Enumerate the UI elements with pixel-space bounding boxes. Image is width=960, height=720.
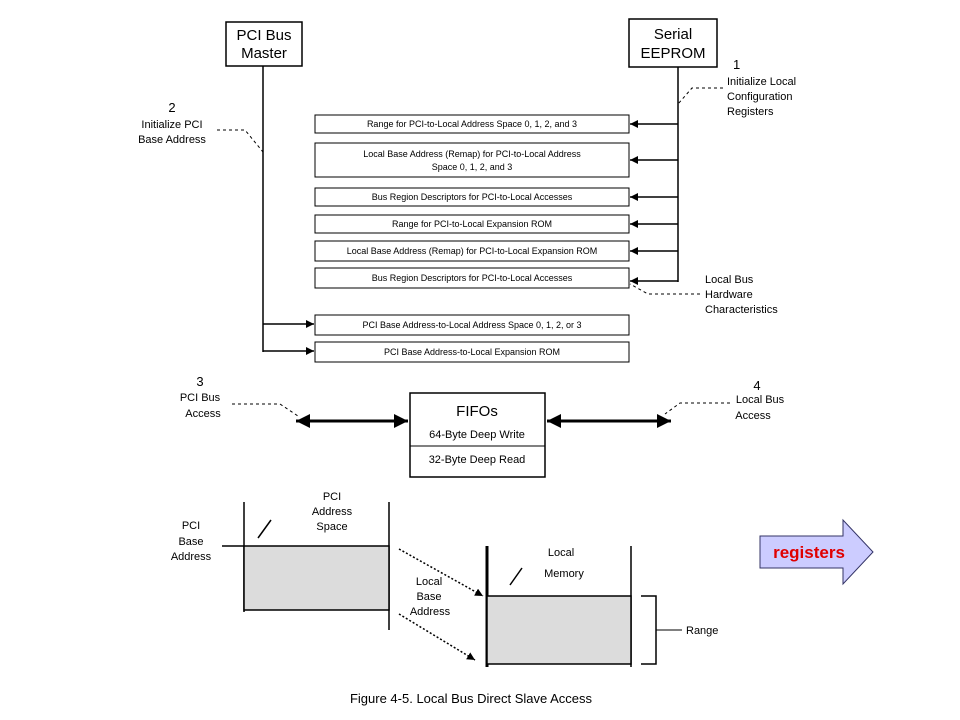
local-base-line: Local — [416, 576, 442, 588]
local-base-address-label: Local Base Address — [410, 576, 451, 618]
pci-space-label: Address — [312, 506, 353, 518]
annotation-line: Characteristics — [705, 304, 778, 316]
annotation-line: Local Bus — [736, 394, 785, 406]
register-label: Range for PCI-to-Local Expansion ROM — [392, 219, 552, 229]
annotation-line: Hardware — [705, 289, 753, 301]
annotation-line: PCI Bus — [180, 392, 221, 404]
annotation-local-bus-hardware: Local Bus Hardware Characteristics — [629, 274, 778, 316]
register-label-line2: Space 0, 1, 2, and 3 — [432, 162, 513, 172]
local-memory-window — [486, 595, 632, 665]
pci-bus-master-line1: PCI Bus — [236, 27, 291, 44]
fifos-title: FIFOs — [456, 403, 498, 420]
serial-eeprom-box: Serial EEPROM — [628, 18, 718, 68]
figure-caption: Figure 4-5. Local Bus Direct Slave Acces… — [350, 691, 593, 706]
register-row-6: Bus Region Descriptors for PCI-to-Local … — [314, 267, 630, 289]
fifo-read-label: 32-Byte Deep Read — [429, 454, 526, 466]
annotation-line: Initialize PCI — [141, 119, 202, 131]
step-number: 4 — [753, 378, 760, 393]
pci-base-label: Address — [171, 551, 212, 563]
mapping-arrows — [398, 548, 484, 661]
pci-base-label: Base — [178, 536, 203, 548]
register-label: Local Base Address (Remap) for PCI-to-Lo… — [347, 246, 598, 256]
serial-eeprom-line1: Serial — [654, 26, 692, 43]
step-number: 2 — [168, 100, 175, 115]
annotation-line: Access — [185, 408, 221, 420]
pci-space-label: Space — [316, 521, 347, 533]
register-row-5: Local Base Address (Remap) for PCI-to-Lo… — [314, 240, 630, 262]
register-label: Range for PCI-to-Local Address Space 0, … — [367, 119, 577, 129]
annotation-step-3: 3 PCI Bus Access — [180, 374, 299, 420]
eeprom-register-arrows — [630, 120, 678, 285]
register-label: Local Base Address (Remap) for PCI-to-Lo… — [363, 149, 581, 159]
annotation-line: Access — [735, 410, 771, 422]
annotation-line: Local Bus — [705, 274, 754, 286]
range-label: Range — [686, 625, 718, 637]
register-label: Bus Region Descriptors for PCI-to-Local … — [372, 273, 573, 283]
serial-eeprom-line2: EEPROM — [640, 45, 705, 62]
register-row-3: Bus Region Descriptors for PCI-to-Local … — [314, 187, 630, 207]
registers-nav-label: registers — [773, 543, 845, 562]
annotation-step-4: 4 Local Bus Access — [664, 378, 785, 422]
register-row-4: Range for PCI-to-Local Expansion ROM — [314, 214, 630, 234]
fifos-block: FIFOs 64-Byte Deep Write 32-Byte Deep Re… — [409, 392, 546, 478]
step-number: 1 — [733, 57, 740, 72]
register-row-8: PCI Base Address-to-Local Expansion ROM — [314, 341, 630, 363]
local-memory-map: Local Memory Range — [485, 546, 718, 667]
pci-bus-master-box: PCI Bus Master — [225, 21, 303, 67]
local-base-line: Address — [410, 606, 451, 618]
pci-master-register-arrows — [263, 320, 314, 355]
registers-nav-button[interactable]: registers — [759, 518, 874, 586]
pci-address-window — [243, 545, 390, 611]
register-row-7: PCI Base Address-to-Local Address Space … — [314, 314, 630, 336]
local-memory-label: Local — [548, 547, 574, 559]
local-memory-label: Memory — [544, 568, 584, 580]
annotation-line: Base Address — [138, 134, 206, 146]
annotation-step-2: 2 Initialize PCI Base Address — [138, 100, 264, 153]
pci-bus-master-line2: Master — [241, 45, 287, 62]
register-label: Bus Region Descriptors for PCI-to-Local … — [372, 192, 573, 202]
pci-base-label: PCI — [182, 520, 200, 532]
annotation-line: Initialize Local — [727, 76, 796, 88]
pci-space-label: PCI — [323, 491, 341, 503]
local-base-line: Base — [416, 591, 441, 603]
register-row-1: Range for PCI-to-Local Address Space 0, … — [314, 114, 630, 134]
step-number: 3 — [196, 374, 203, 389]
annotation-step-1: 1 Initialize Local Configuration Registe… — [677, 57, 796, 118]
pci-address-space-map: PCI Address Space PCI Base Address — [171, 491, 390, 630]
register-label: PCI Base Address-to-Local Expansion ROM — [384, 347, 560, 357]
register-row-2: Local Base Address (Remap) for PCI-to-Lo… — [314, 142, 630, 178]
annotation-line: Configuration — [727, 91, 792, 103]
fifo-write-label: 64-Byte Deep Write — [429, 429, 525, 441]
register-label: PCI Base Address-to-Local Address Space … — [362, 320, 581, 330]
annotation-line: Registers — [727, 106, 774, 118]
